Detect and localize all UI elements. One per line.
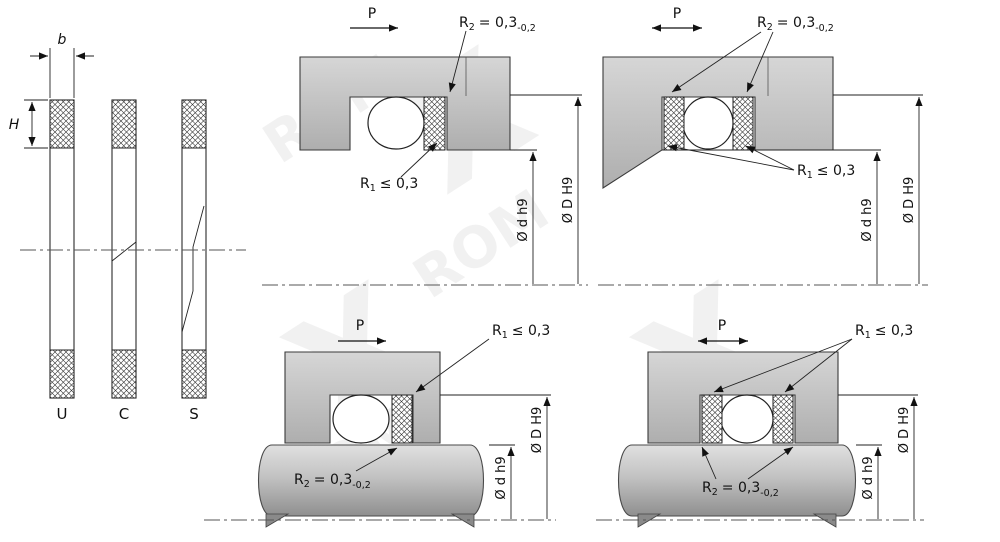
pressure-direction: P <box>652 6 702 32</box>
support-mark <box>265 513 290 528</box>
rod-diameter-label: Ø d h9 <box>494 456 509 499</box>
pressure-direction: P <box>350 6 398 32</box>
housing <box>602 56 834 190</box>
leader-line <box>701 446 717 480</box>
r1-label: R1≤ 0,3 <box>797 163 855 181</box>
backup-ring-cross-section <box>701 394 723 444</box>
ring-type-label-u: U <box>57 405 68 423</box>
height-dim-label: H <box>9 117 20 133</box>
backup-ring-cross-section <box>391 394 413 444</box>
ring-section-hatch <box>49 99 75 149</box>
diameter-dimensions: Ø d h9 Ø D H9 <box>510 94 582 284</box>
pressure-label: P <box>356 318 364 334</box>
leader-line <box>671 31 762 93</box>
leader-line <box>400 142 438 178</box>
support-mark <box>812 513 837 528</box>
o-ring-cross-section <box>682 96 734 150</box>
ring-profiles-section: b H U C S <box>9 32 246 423</box>
backup-ring-cross-section <box>663 96 685 151</box>
leader-line <box>713 338 853 393</box>
r2-label: R2= 0,3-0,2 <box>702 480 779 499</box>
leader-line <box>746 31 774 93</box>
r2-label: R2= 0,3-0,2 <box>757 15 834 34</box>
ring-profile-s <box>181 99 207 399</box>
r1-label: R1≤ 0,3 <box>855 323 913 341</box>
diameter-dimensions: Ø d h9 Ø D H9 <box>440 394 551 519</box>
r2-annotation: R2= 0,3-0,2 <box>294 447 398 491</box>
figure-double-acting-bottom: P R1≤ 0,3 R2= 0,3-0,2 Ø d h9 Ø D H9 <box>596 318 924 528</box>
backup-ring-cross-section <box>772 394 794 444</box>
ring-section-hatch <box>111 99 137 149</box>
figure-single-acting-bottom: P R1≤ 0,3 R2= 0,3-0,2 Ø d h9 Ø D H9 <box>204 318 556 528</box>
leader-line <box>747 446 794 480</box>
backup-ring-cross-section <box>732 96 754 151</box>
pressure-label: P <box>368 6 376 22</box>
o-ring-cross-section <box>720 394 774 444</box>
rod-cylinder <box>258 444 484 517</box>
support-mark <box>637 513 662 528</box>
leader-line <box>355 447 398 472</box>
leader-line <box>448 30 467 93</box>
r2-annotation: R2= 0,3-0,2 <box>701 446 794 499</box>
pressure-direction: P <box>698 318 748 345</box>
width-dim-label: b <box>58 32 67 48</box>
ring-type-label-c: C <box>119 405 129 423</box>
backup-ring-cross-section <box>423 96 446 151</box>
figure-double-acting-top: P R2= 0,3-0,2 R1≤ 0,3 Ø d h9 Ø D H9 <box>598 6 928 286</box>
ring-section-hatch <box>181 349 207 399</box>
r1-annotation: R1≤ 0,3 <box>713 323 913 393</box>
pressure-label: P <box>673 6 681 22</box>
leader-line <box>745 145 795 171</box>
r2-annotation: R2= 0,3-0,2 <box>671 15 834 93</box>
r1-annotation: R1≤ 0,3 <box>667 144 855 181</box>
r1-annotation: R1≤ 0,3 <box>360 142 438 194</box>
r1-label: R1≤ 0,3 <box>360 176 418 194</box>
leader-line <box>415 338 490 393</box>
leader-line <box>667 144 795 171</box>
rod-diameter-label: Ø d h9 <box>516 198 531 241</box>
figure-single-acting-top: P R2= 0,3-0,2 R1≤ 0,3 Ø d h9 Ø D H9 <box>262 6 588 286</box>
housing <box>647 351 839 444</box>
ring-body <box>181 99 207 399</box>
r1-annotation: R1≤ 0,3 <box>415 323 550 393</box>
step-cut-line <box>181 205 205 333</box>
rod-diameter-label: Ø d h9 <box>861 456 876 499</box>
ring-profile-u <box>49 99 75 399</box>
ring-profile-c <box>111 99 137 399</box>
r2-label: R2= 0,3-0,2 <box>294 472 371 491</box>
bore-diameter-label: Ø D H9 <box>561 177 576 224</box>
r1-label: R1≤ 0,3 <box>492 323 550 341</box>
o-ring-cross-section <box>367 96 425 150</box>
r2-label: R2= 0,3-0,2 <box>459 15 536 34</box>
bore-diameter-label: Ø D H9 <box>902 177 917 224</box>
o-ring-cross-section <box>332 394 390 444</box>
pressure-label: P <box>718 318 726 334</box>
bore-diameter-label: Ø D H9 <box>530 407 545 454</box>
r2-annotation: R2= 0,3-0,2 <box>448 15 536 93</box>
ring-section-hatch <box>181 99 207 149</box>
ring-section-hatch <box>111 349 137 399</box>
angle-cut-line <box>111 241 137 262</box>
rod-diameter-label: Ø d h9 <box>860 198 875 241</box>
leader-line <box>784 338 853 393</box>
dimension-b: b <box>30 32 94 98</box>
housing <box>284 351 441 444</box>
ring-type-label-s: S <box>189 405 199 423</box>
support-mark <box>450 513 475 528</box>
rod-cylinder <box>618 444 856 517</box>
dimension-h: H <box>9 99 48 149</box>
ring-section-hatch <box>49 349 75 399</box>
pressure-direction: P <box>338 318 386 345</box>
bore-diameter-label: Ø D H9 <box>897 407 912 454</box>
diameter-dimensions: Ø d h9 Ø D H9 <box>838 394 918 519</box>
diameter-dimensions: Ø d h9 Ø D H9 <box>833 94 923 284</box>
housing <box>299 56 511 151</box>
